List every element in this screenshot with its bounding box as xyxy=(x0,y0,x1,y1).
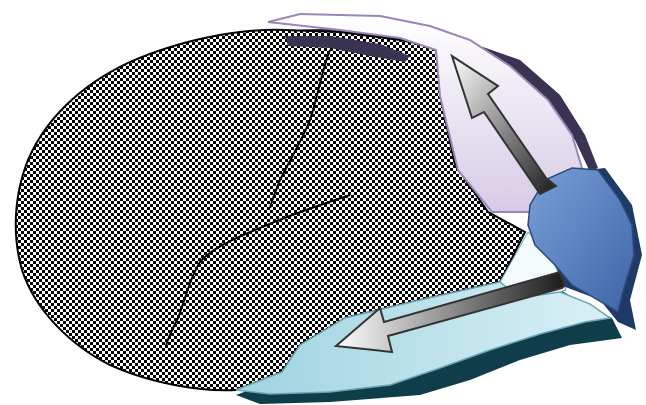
brain-diagram xyxy=(0,0,646,405)
